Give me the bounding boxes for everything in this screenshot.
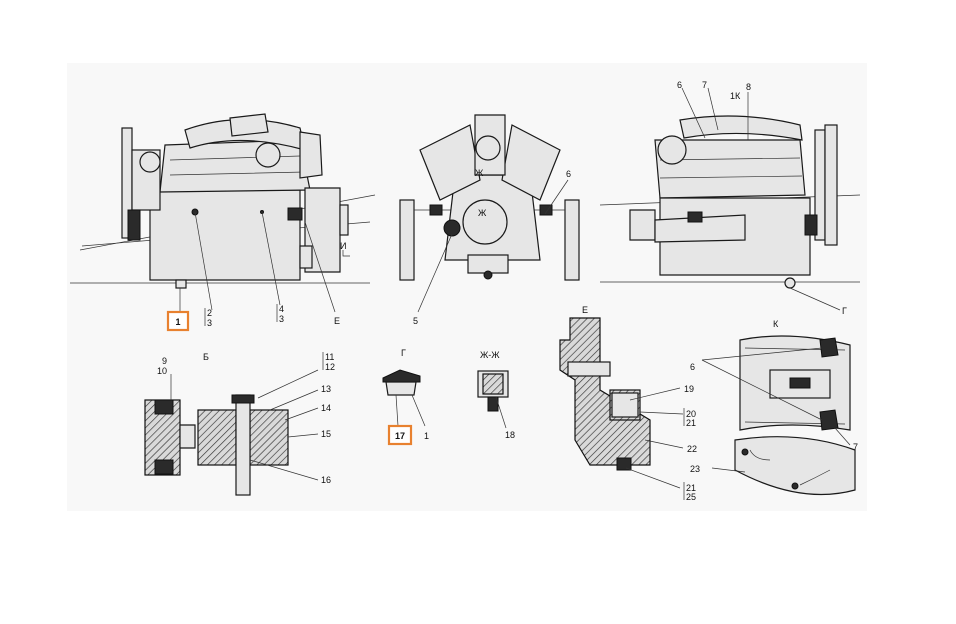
callout-22-label: 22 (687, 444, 697, 454)
callout-15-label: 15 (321, 429, 331, 439)
callout-11-label: 11 (325, 352, 334, 362)
callout-4-label: 4 (279, 304, 284, 314)
callout-17-label: 17 (395, 431, 405, 441)
view-ik-mark: 1К (730, 91, 741, 101)
section-k-detail (701, 335, 851, 446)
section-g-detail (382, 369, 426, 427)
callout-9-label: 9 (162, 356, 167, 366)
section-g-title: Г (401, 348, 406, 358)
callout-19-label: 19 (684, 384, 694, 394)
callout-23-label: 23 (690, 464, 700, 474)
callout-5-label: 5 (413, 316, 418, 326)
engine-side-view-right (599, 87, 861, 311)
callout-12-label: 12 (325, 362, 335, 372)
view-g-label: Г (842, 306, 847, 316)
view-e-label: Е (334, 316, 340, 326)
callout-7-k-label: 7 (853, 442, 858, 452)
callout-18-label: 18 (505, 430, 515, 440)
callout-3a-label: 3 (207, 318, 212, 328)
section-zh-detail (477, 370, 509, 429)
view-zh-mark-top: Ж (475, 168, 484, 178)
section-b-title: Б (203, 352, 209, 362)
callout-10-label: 10 (157, 366, 167, 376)
callout-17-highlight[interactable] (387, 424, 413, 446)
callout-20-label: 20 (686, 409, 696, 419)
callout-7-right-label: 7 (702, 80, 707, 90)
callout-21b-label: 21 (686, 483, 696, 493)
callout-3b-label: 3 (279, 314, 284, 324)
engine-front-view (399, 114, 580, 313)
callout-25-label: 25 (686, 492, 696, 502)
callout-6-right-label: 6 (677, 80, 682, 90)
callout-1b-label: 1 (424, 431, 429, 441)
section-i-detail (711, 436, 856, 496)
callout-2-label: 2 (207, 308, 212, 318)
callout-16-label: 16 (321, 475, 331, 485)
section-k-title: К (773, 319, 779, 329)
section-b-detail (144, 352, 324, 496)
callout-8-label: 8 (746, 82, 751, 92)
callout-21a-label: 21 (686, 418, 696, 428)
callout-6-k-label: 6 (690, 362, 695, 372)
engine-side-view-left (70, 113, 376, 318)
callout-6-front-label: 6 (566, 169, 571, 179)
section-zh-title: Ж-Ж (480, 350, 500, 360)
callout-13-label: 13 (321, 384, 331, 394)
callout-14-label: 14 (321, 403, 331, 413)
view-zh-mark-bottom: Ж (478, 208, 487, 218)
section-e-detail (559, 317, 685, 500)
callout-1-highlight[interactable] (166, 310, 190, 332)
callout-1-label: 1 (175, 317, 180, 327)
view-i-mark: И (340, 241, 346, 251)
section-e-title: Е (582, 305, 588, 315)
